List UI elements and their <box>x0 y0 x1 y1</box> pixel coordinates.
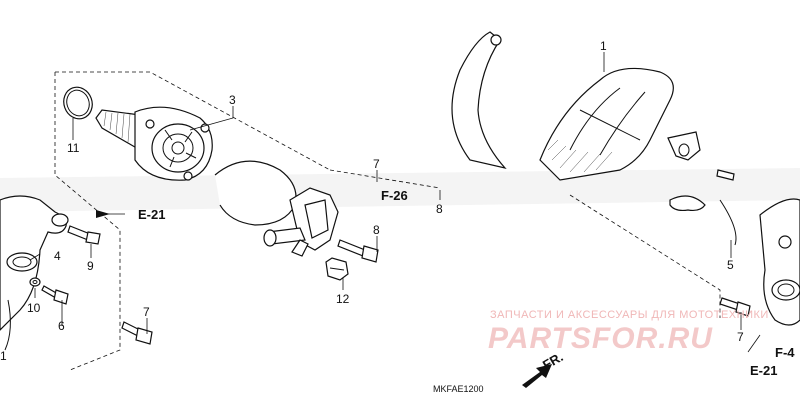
hose-fitting-right[interactable] <box>669 195 800 326</box>
bolt-7-lower-right[interactable] <box>719 297 751 317</box>
ref-f26[interactable]: F-26 <box>381 188 408 203</box>
watermark-tagline: ЗАПЧАСТИ И АКСЕССУАРЫ ДЛЯ МОТОТЕХНИКИ <box>490 309 769 321</box>
cover-gasket[interactable] <box>451 31 507 170</box>
callout-8-middle: 8 <box>436 202 443 216</box>
gasket-dowel[interactable] <box>490 34 502 46</box>
bolt-12[interactable] <box>325 257 349 281</box>
callout-4: 4 <box>54 249 61 263</box>
callout-1: 1 <box>600 39 607 53</box>
callout-5: 5 <box>727 258 734 272</box>
callout-10: 10 <box>27 301 41 315</box>
callout-6: 6 <box>58 319 65 333</box>
callout-8-lower: 8 <box>373 223 380 237</box>
background-band <box>0 168 800 212</box>
ref-f4[interactable]: F-4 <box>775 345 795 360</box>
callout-7-left: 7 <box>143 305 150 319</box>
ref-e21-right[interactable]: E-21 <box>750 363 777 378</box>
group-frame-right <box>569 194 721 318</box>
drawing-code: MKFAE1200 <box>433 384 484 394</box>
callout-1-left-edge: 1 <box>0 349 7 363</box>
washer-10[interactable] <box>29 277 41 287</box>
water-pump-assembly[interactable] <box>95 106 213 181</box>
callout-3: 3 <box>229 93 236 107</box>
bolt-9[interactable] <box>67 225 101 245</box>
bolt-8-right[interactable] <box>716 169 735 181</box>
ref-e21-left-label: E-21 <box>138 207 165 222</box>
group-frame-mid <box>329 169 441 189</box>
thermostat-housing[interactable] <box>0 195 69 351</box>
leader-lines <box>29 52 761 353</box>
bolt-8-middle[interactable] <box>337 239 379 263</box>
callout-9: 9 <box>87 259 94 273</box>
hose-joint-bracket[interactable] <box>263 187 339 257</box>
water-pump-cover[interactable] <box>539 67 674 181</box>
bolt-7-lower-left[interactable] <box>121 321 153 345</box>
callout-12: 12 <box>336 292 350 306</box>
o-ring-11[interactable] <box>59 83 96 123</box>
callout-11: 11 <box>67 141 80 155</box>
group-frame-top <box>55 71 331 171</box>
watermark-logo: PARTSFOR.RU <box>488 322 713 355</box>
hose-clamp[interactable] <box>667 131 701 161</box>
callout-7-top: 7 <box>373 157 380 171</box>
pump-o-ring[interactable] <box>214 160 297 226</box>
bolt-6[interactable] <box>41 285 69 305</box>
callout-7-right: 7 <box>737 330 744 344</box>
ref-e21-left[interactable]: E-21 <box>96 207 165 222</box>
